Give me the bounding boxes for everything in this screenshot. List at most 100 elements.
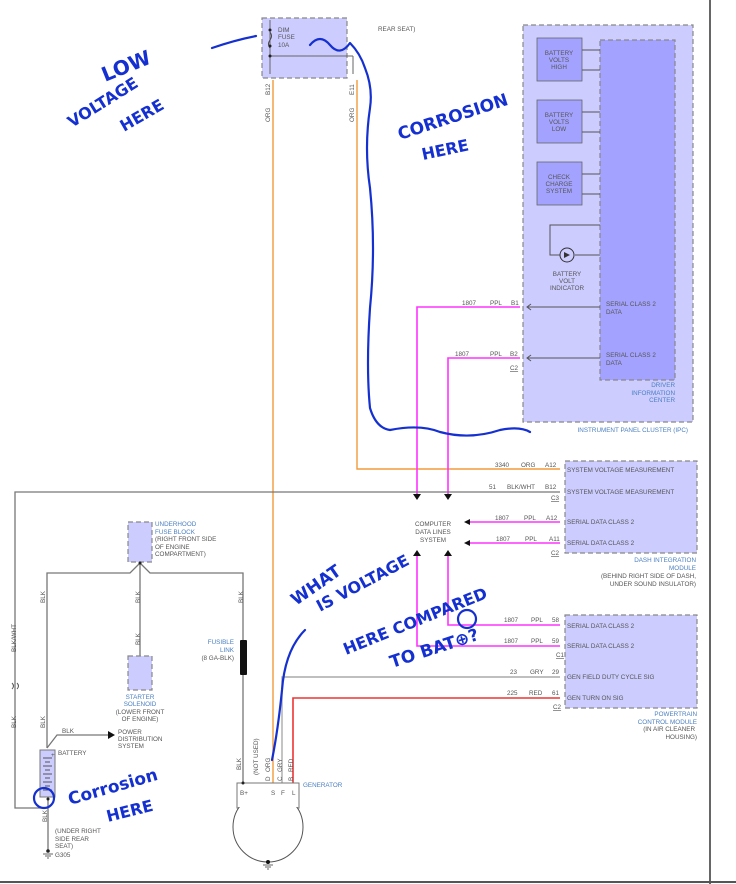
battery-location: SIDE REAR: [55, 836, 89, 843]
wire-color: PPL: [531, 638, 543, 645]
wire-gry-23: [281, 676, 560, 783]
pin-e11: E11: [349, 84, 356, 95]
terminal-s: S: [271, 790, 275, 797]
fuse-location: REAR SEAT): [378, 26, 415, 33]
pen-squiggle: [308, 37, 532, 437]
dim-title: DASH INTEGRATION: [634, 557, 696, 564]
circuit-number: 1807: [496, 536, 511, 543]
wire-ppl-b1: [416, 306, 520, 495]
power-distribution-label: SYSTEM: [118, 743, 144, 750]
wire-color: PPL: [524, 515, 536, 522]
terminal-f: F: [281, 790, 285, 797]
underhood-title: UNDERHOOD: [155, 521, 197, 528]
pin-label: B1: [511, 300, 519, 307]
connector-label: C2: [551, 550, 560, 557]
pin-label: A12: [545, 462, 557, 469]
pin-label: D: [265, 776, 272, 781]
connector-label: C1: [556, 652, 565, 659]
dim-pin-label: SYSTEM VOLTAGE MEASUREMENT: [567, 489, 674, 496]
circuit-number: 225: [507, 690, 518, 697]
driver-information-center: [599, 39, 676, 381]
wire-color: BLK: [135, 632, 142, 645]
indicator-label: HIGH: [551, 64, 567, 71]
dim-location: UNDER SOUND INSULATOR): [610, 581, 696, 588]
wire-color: BLK: [62, 728, 75, 735]
pin-label: B: [288, 777, 295, 781]
battery-plus: +: [51, 752, 55, 759]
note-corrosion-top: CORROSION: [395, 90, 510, 145]
wire-color: BLK: [236, 757, 243, 770]
note-low-voltage: HERE: [117, 95, 168, 135]
pin-label: 58: [552, 617, 560, 624]
wire-color: BLK: [135, 590, 142, 603]
circuit-number: 1807: [495, 515, 510, 522]
dim-pin-label: SYSTEM VOLTAGE MEASUREMENT: [567, 467, 674, 474]
indicator-label: BATTERY: [545, 50, 574, 57]
power-distribution-label: DISTRIBUTION: [118, 736, 163, 743]
generator: B+ S F L GENERATOR: [232, 781, 343, 870]
lamp-label: BATTERY: [553, 271, 582, 278]
pin-label: 59: [552, 638, 560, 645]
ipc-pin-label: DATA: [606, 309, 623, 316]
fuse-label: FUSE: [278, 34, 295, 41]
underhood-fuse-block: [127, 521, 153, 563]
dim-pin-label: SERIAL DATA CLASS 2: [567, 540, 635, 547]
underhood-location: COMPARTMENT): [155, 551, 206, 558]
circuit-number: 51: [489, 484, 497, 491]
dash-integration-module: SYSTEM VOLTAGE MEASUREMENT SYSTEM VOLTAG…: [564, 460, 698, 588]
note-corrosion-battery: HERE: [104, 796, 155, 826]
wire-color: PPL: [525, 536, 537, 543]
powertrain-control-module: SERIAL DATA CLASS 2 SERIAL DATA CLASS 2 …: [564, 614, 698, 741]
connector-label: C3: [551, 495, 560, 502]
wire-ppl-58: [447, 556, 560, 626]
pin-b12: B12: [265, 83, 272, 95]
circuit-number: 1807: [455, 351, 470, 358]
indicator-label: CHARGE: [546, 181, 573, 188]
terminal-b-plus: B+: [240, 790, 248, 797]
wire-ppl-dim: [470, 521, 560, 544]
pcm-pin-label: SERIAL DATA CLASS 2: [567, 623, 635, 630]
battery-lamp-icon: [559, 247, 575, 263]
starter-title: STARTER: [126, 694, 155, 701]
pen-stroke: [270, 628, 307, 762]
wire-power-distribution: [46, 734, 108, 749]
wire-color: RED: [288, 758, 295, 772]
circuit-number: 1807: [462, 300, 477, 307]
starter-solenoid: [127, 655, 153, 691]
indicator-label: VOLTS: [549, 119, 569, 126]
circuit-number: 23: [510, 669, 518, 676]
battery-location: SEAT): [55, 843, 73, 850]
wire-color: BLK: [40, 590, 47, 603]
wire-color: PPL: [490, 351, 502, 358]
power-distribution-label: POWER: [118, 729, 142, 736]
wire-color: ORG: [265, 758, 272, 772]
wire-color: BLK: [11, 715, 18, 728]
connector-label: C2: [553, 704, 562, 711]
dic-label: CENTER: [649, 397, 675, 404]
battery-location: (UNDER RIGHT: [55, 828, 101, 835]
ground-icon: [43, 853, 53, 859]
wire-color: BLK: [42, 809, 49, 822]
pin-label: 29: [552, 669, 560, 676]
pin-label: B2: [510, 351, 518, 358]
data-lines-label: SYSTEM: [420, 537, 446, 544]
underhood-location: OF ENGINE: [155, 544, 190, 551]
wire-color: PPL: [531, 617, 543, 624]
connector-label: C2: [510, 365, 519, 372]
dim-location: (BEHIND RIGHT SIDE OF DASH,: [601, 573, 696, 580]
wire-color: ORG: [521, 462, 535, 469]
wire-color: PPL: [490, 300, 502, 307]
dic-label: DRIVER: [651, 382, 675, 389]
wire-color: ORG: [265, 108, 272, 122]
underhood-location: (RIGHT FRONT SIDE: [155, 536, 216, 543]
circuit-number: 1807: [504, 617, 519, 624]
pin-label: C: [277, 776, 284, 781]
lamp-label: VOLT: [559, 278, 575, 285]
fusible-link-title: FUSIBLE: [208, 639, 234, 646]
pen-stroke: [210, 34, 258, 50]
fusible-link-spec: (8 GA-BLK): [201, 655, 234, 662]
starter-title: SOLENOID: [124, 701, 157, 708]
pen-circle-battery: [32, 786, 56, 810]
indicator-label: SYSTEM: [546, 188, 572, 195]
ipc-pin-label: SERIAL CLASS 2: [606, 301, 656, 308]
